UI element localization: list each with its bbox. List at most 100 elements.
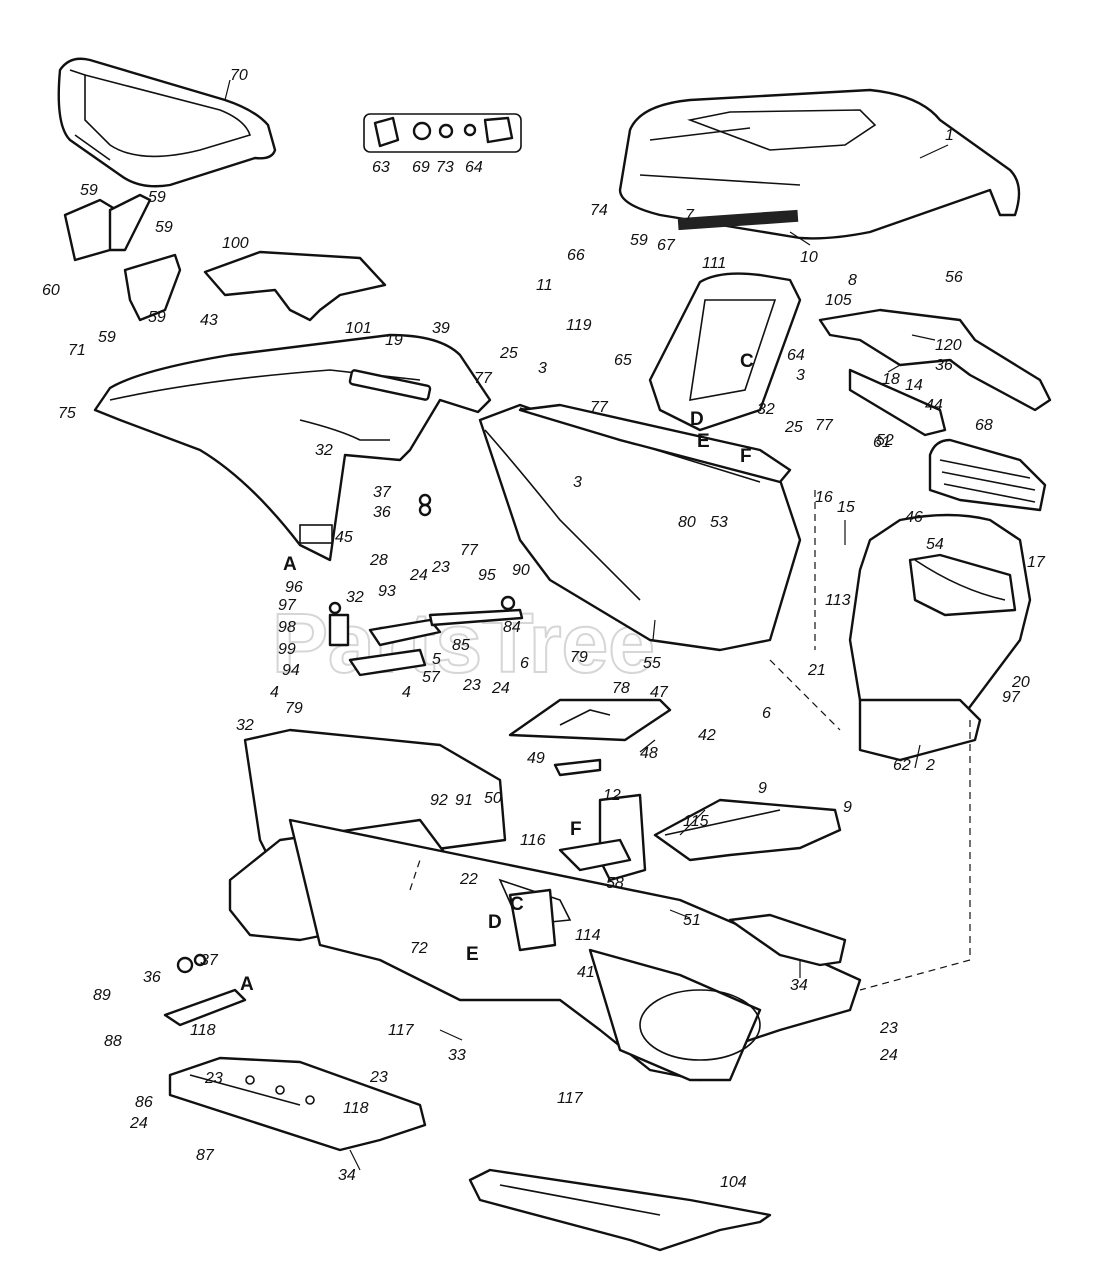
label-39: 39: [432, 320, 450, 337]
label-3-b: 3: [796, 367, 805, 384]
label-32-c: 32: [236, 717, 254, 734]
label-90: 90: [512, 562, 530, 579]
label-12: 12: [603, 787, 621, 804]
label-114: 114: [575, 927, 601, 944]
label-77-d: 77: [460, 542, 479, 559]
label-59-e: 59: [148, 309, 166, 326]
label-68: 68: [975, 417, 993, 434]
label-78: 78: [612, 680, 630, 697]
label-117-b: 117: [557, 1090, 584, 1107]
leader-lines: [224, 79, 949, 1171]
dashed-leaders: [409, 490, 971, 991]
label-43: 43: [200, 312, 218, 329]
label-79-a: 79: [285, 700, 303, 717]
label-53: 53: [710, 514, 728, 531]
label-2: 2: [925, 757, 935, 774]
label-16: 16: [815, 489, 833, 506]
label-37-a: 37: [373, 484, 392, 501]
label-59-f: 59: [630, 232, 648, 249]
label-56: 56: [945, 269, 963, 286]
label-59-a: 59: [80, 182, 98, 199]
label-45: 45: [335, 529, 353, 546]
label-8: 8: [848, 272, 857, 289]
label-46: 46: [905, 509, 923, 526]
label-41: 41: [577, 964, 595, 981]
cross-plate: [508, 888, 557, 952]
label-105: 105: [825, 292, 852, 309]
label-80: 80: [678, 514, 696, 531]
label-44: 44: [925, 397, 943, 414]
steering-tower: [648, 272, 802, 432]
label-22: 22: [459, 871, 478, 888]
label-60: 60: [42, 282, 60, 299]
step-bar: [468, 1168, 772, 1252]
dash-plate: [508, 698, 672, 742]
label-9-a: 9: [758, 780, 767, 797]
foot-rest-right: [728, 913, 847, 967]
label-75: 75: [58, 405, 76, 422]
label-9-b: 9: [843, 799, 852, 816]
label-57: 57: [422, 669, 441, 686]
ref-letter-f-top: F: [740, 446, 752, 467]
seat: [57, 57, 277, 188]
label-61: 61: [873, 434, 891, 451]
label-115: 115: [683, 813, 709, 830]
label-32-b: 32: [346, 589, 364, 606]
ref-letter-d-top: D: [690, 409, 704, 430]
nose: [848, 513, 1032, 732]
label-99: 99: [278, 641, 296, 658]
label-23-b: 23: [204, 1070, 223, 1087]
label-42: 42: [698, 727, 716, 744]
label-21: 21: [807, 662, 826, 679]
label-4-b: 4: [402, 684, 411, 701]
label-67: 67: [657, 237, 676, 254]
label-64-b: 64: [787, 347, 805, 364]
steering-bracket: [558, 793, 647, 882]
label-6-a: 6: [520, 655, 529, 672]
ref-letter-a-top: A: [283, 554, 297, 575]
label-47: 47: [650, 684, 669, 701]
label-37-b: 37: [200, 952, 219, 969]
label-28: 28: [369, 552, 388, 569]
label-20: 20: [1011, 674, 1030, 691]
ignition-kit-box: [363, 113, 522, 153]
rear-fender: [93, 333, 492, 562]
label-73: 73: [436, 159, 454, 176]
label-71: 71: [68, 342, 86, 359]
label-36-c: 36: [143, 969, 161, 986]
label-10: 10: [800, 249, 818, 266]
label-14: 14: [905, 377, 923, 394]
label-118-b: 118: [343, 1100, 369, 1117]
label-104: 104: [720, 1174, 747, 1191]
label-15: 15: [837, 499, 855, 516]
hood-bracket: [818, 308, 1052, 437]
label-34-b: 34: [338, 1167, 356, 1184]
label-23-a: 23: [431, 559, 450, 576]
label-36-b: 36: [373, 504, 391, 521]
label-66: 66: [567, 247, 585, 264]
label-58: 58: [606, 875, 624, 892]
label-120: 120: [935, 337, 962, 354]
ref-letter-c-top: C: [740, 351, 754, 372]
label-95: 95: [478, 567, 496, 584]
ref-letter-c-bottom: C: [510, 894, 524, 915]
hood: [618, 88, 1021, 240]
ref-letter-a-bottom: A: [240, 974, 254, 995]
link-rod: [553, 758, 602, 777]
label-111: 111: [702, 255, 726, 272]
label-7: 7: [685, 207, 695, 224]
label-32-d: 32: [315, 442, 333, 459]
label-116: 116: [520, 832, 546, 849]
label-118-a: 118: [190, 1022, 216, 1039]
label-4-a: 4: [270, 684, 279, 701]
label-91: 91: [455, 792, 473, 809]
label-1: 1: [945, 127, 954, 144]
label-74: 74: [590, 202, 608, 219]
dash-top: [518, 403, 792, 484]
label-117-a: 117: [388, 1022, 415, 1039]
label-101: 101: [345, 320, 372, 337]
bracket-88: [163, 988, 247, 1027]
label-65: 65: [614, 352, 632, 369]
label-84: 84: [503, 619, 521, 636]
